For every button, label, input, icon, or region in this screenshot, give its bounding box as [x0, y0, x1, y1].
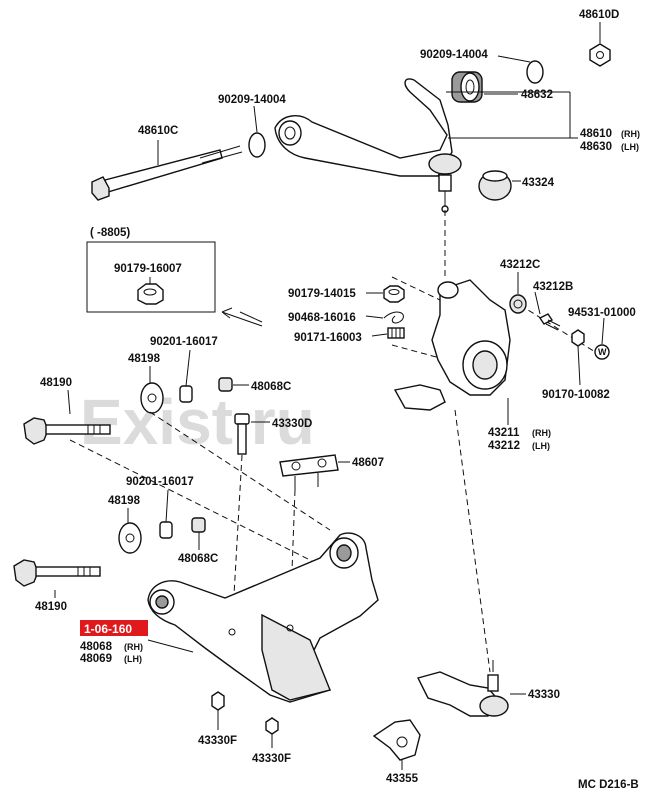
label-43212b: 43212B	[533, 281, 573, 293]
knuckle-43211	[393, 279, 511, 411]
label-48190-upper: 48190	[40, 377, 72, 389]
label-90171: 90171-16003	[294, 332, 362, 344]
label-48610c: 48610C	[138, 125, 178, 137]
label-43324: 43324	[522, 177, 555, 189]
label-48069-lh: (LH)	[124, 654, 142, 664]
label-43211-rh: (RH)	[532, 428, 551, 438]
boot-43324	[478, 170, 512, 201]
inset-range: ( -8805)	[90, 227, 130, 239]
bolt-43212b	[538, 313, 561, 331]
plug-43212c	[509, 294, 527, 314]
label-90209-left: 90209-14004	[218, 94, 286, 106]
clip-90468	[383, 311, 404, 324]
label-48632: 48632	[521, 89, 553, 101]
label-90179-16007: 90179-16007	[114, 263, 182, 275]
bushing-48632	[451, 71, 483, 103]
badge-label: 1-06-160	[84, 622, 132, 636]
bracket-43355	[372, 719, 421, 761]
lower-control-arm	[147, 532, 379, 703]
bolt-48610c	[91, 145, 243, 201]
upper-control-arm	[274, 78, 462, 213]
label-48069: 48069	[80, 653, 112, 665]
label-90201-lower: 90201-16017	[126, 476, 194, 488]
label-90209-upper: 90209-14004	[420, 49, 488, 61]
label-48630: 48630	[580, 141, 612, 153]
washer-90209-left	[248, 132, 266, 158]
label-90201-upper: 90201-16017	[150, 336, 218, 348]
cam-48198-lower	[118, 522, 142, 554]
label-94531: 94531-01000	[568, 307, 636, 319]
footer-code: MC D216-B	[578, 779, 639, 791]
label-43212-lh: (LH)	[532, 441, 550, 451]
label-48610d: 48610D	[579, 9, 619, 21]
inset-box	[86, 241, 216, 313]
label-48198-lower: 48198	[108, 495, 141, 507]
label-48190-lower: 48190	[35, 601, 67, 613]
label-48068-rh: (RH)	[124, 642, 143, 652]
label-43330f-left: 43330F	[198, 735, 237, 747]
nut-48610d	[589, 43, 611, 67]
label-43212c: 43212C	[500, 259, 540, 271]
label-48610: 48610	[580, 128, 612, 140]
label-48198-upper: 48198	[128, 353, 161, 365]
label-43330: 43330	[528, 689, 560, 701]
nut-90179-14015	[383, 285, 405, 303]
label-43330d: 43330D	[272, 418, 312, 430]
bolt-48190-lower	[13, 559, 101, 587]
nut-90171	[387, 327, 405, 339]
label-43212: 43212	[488, 440, 520, 452]
nut-90170	[571, 329, 585, 347]
cap-94531	[594, 344, 610, 360]
label-43330f-right: 43330F	[252, 753, 291, 765]
bolt-48190-upper	[23, 417, 111, 445]
washer-90209-upper	[526, 60, 544, 84]
label-43355: 43355	[386, 773, 419, 785]
label-90468: 90468-16016	[288, 312, 356, 324]
nut-90201-upper	[179, 385, 193, 403]
ball-joint-43330	[416, 660, 509, 717]
label-90179-14015: 90179-14015	[288, 288, 356, 300]
cam-48198-upper	[140, 382, 164, 414]
label-90170: 90170-10082	[542, 389, 610, 401]
nut-90179-16007	[137, 283, 164, 305]
label-48068: 48068	[80, 641, 113, 653]
watermark: Exist.ru	[80, 386, 315, 458]
washer-48068c-upper	[218, 377, 233, 392]
bolt-43330d	[234, 413, 250, 455]
nut-43330f-right	[265, 717, 279, 735]
label-43211: 43211	[488, 427, 520, 439]
cap-mark: W	[598, 347, 607, 357]
label-48610-rh: (RH)	[621, 129, 640, 139]
label-48068c-lower: 48068C	[178, 553, 218, 565]
plate-48607	[279, 454, 339, 490]
nut-43330f-left	[211, 691, 225, 711]
label-48068c-upper: 48068C	[251, 381, 291, 393]
label-48607: 48607	[352, 457, 384, 469]
badge-1-06-160[interactable]: 1-06-160	[80, 620, 148, 636]
washer-48068c-lower	[191, 517, 206, 533]
nut-90201-lower	[159, 521, 173, 539]
label-48630-lh: (LH)	[621, 142, 639, 152]
